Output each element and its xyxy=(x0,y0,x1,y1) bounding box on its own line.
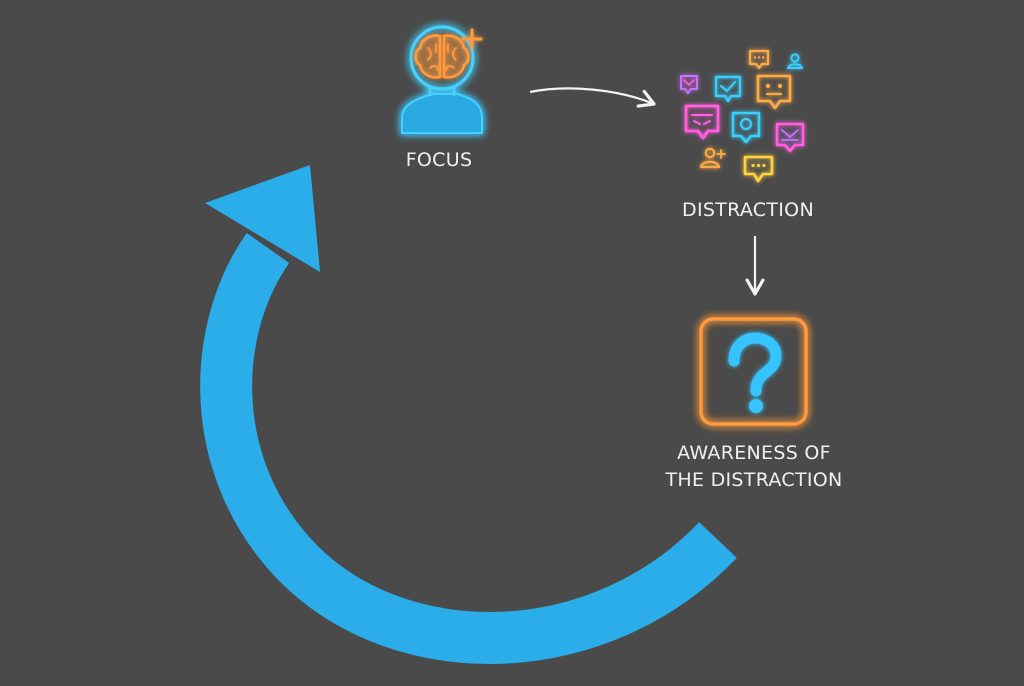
chat-bubble-icon xyxy=(748,49,770,70)
users-icon xyxy=(699,147,726,169)
face-message-icon xyxy=(756,74,792,110)
awareness-label: AWARENESS OF THE DISTRACTION xyxy=(652,440,856,494)
plus-icon xyxy=(461,28,483,50)
message-icon xyxy=(680,75,698,94)
notification-cluster-icon xyxy=(680,49,805,183)
location-message-icon xyxy=(731,111,761,144)
focus-label: FOCUS xyxy=(405,149,473,171)
question-mark-icon xyxy=(699,317,808,426)
cycle-arrow-body xyxy=(200,233,737,664)
check-message-icon xyxy=(714,75,742,103)
distraction-label: DISTRACTION xyxy=(682,199,814,221)
user-icon xyxy=(787,53,803,69)
yellow-chat-icon xyxy=(743,155,774,183)
focus-to-distraction-arrow xyxy=(529,87,656,108)
mail-message-icon xyxy=(775,122,805,153)
head-brain-icon xyxy=(401,25,483,134)
awareness-label-line2: THE DISTRACTION xyxy=(665,469,843,491)
cycle-return-arrow xyxy=(200,165,737,664)
brain-icon xyxy=(414,34,470,79)
awareness-label-line1: AWARENESS OF xyxy=(677,442,831,464)
pink-message-icon xyxy=(684,104,720,140)
cycle-arrow-head xyxy=(205,165,320,272)
